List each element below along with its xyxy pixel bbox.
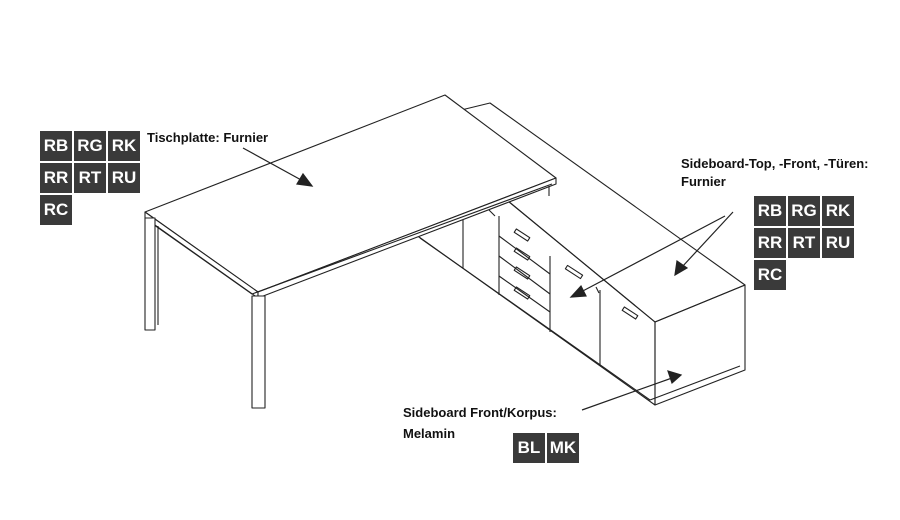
- finish-code-badge: RR: [40, 163, 72, 193]
- label-sideboard-top-line1: Sideboard-Top, -Front, -Türen:: [681, 156, 869, 171]
- label-sideboard-front-line1: Sideboard Front/Korpus:: [403, 405, 557, 420]
- finish-code-badge: RU: [108, 163, 140, 193]
- arrow-tischplatte: [242, 147, 314, 187]
- arrow-sideboard-top: [674, 211, 734, 277]
- finish-code-badge: RC: [754, 260, 786, 290]
- desk: [144, 94, 557, 409]
- finish-code-badge: RU: [822, 228, 854, 258]
- finish-code-badge: MK: [547, 433, 579, 463]
- finish-code-badge: RB: [40, 131, 72, 161]
- finish-code-badge: RK: [108, 131, 140, 161]
- finish-code-badge: BL: [513, 433, 545, 463]
- finish-code-badge: RG: [74, 131, 106, 161]
- label-sideboard-front-line2: Melamin: [403, 426, 456, 441]
- desk-leg: [144, 217, 156, 331]
- finish-code-badge: RG: [788, 196, 820, 226]
- desk-frame: [149, 183, 553, 295]
- melamine-codes: BL MK: [513, 433, 579, 463]
- handle-line: [595, 286, 600, 294]
- drawer-line: [498, 235, 551, 275]
- sideboard-end-face: [654, 284, 746, 406]
- finish-code-badge: RK: [822, 196, 854, 226]
- veneer-codes-desk: RB RG RK RR RT RU RC: [40, 131, 140, 225]
- label-sideboard-top-line2: Furnier: [681, 174, 726, 189]
- sideboard: [411, 102, 746, 406]
- finish-code-badge: RC: [40, 195, 72, 225]
- finish-code-badge: RR: [754, 228, 786, 258]
- finish-code-badge: RB: [754, 196, 786, 226]
- sideboard-plinth: [419, 237, 741, 401]
- veneer-codes-sideboard: RB RG RK RR RT RU RC: [754, 196, 854, 290]
- drawer-line: [498, 275, 551, 313]
- arrow-sideboard-front: [569, 215, 726, 298]
- finish-code-badge: RT: [788, 228, 820, 258]
- drawer-line: [498, 255, 551, 295]
- arrow-sideboard-korpus: [581, 370, 683, 411]
- label-tischplatte: Tischplatte: Furnier: [147, 130, 269, 145]
- finish-code-badge: RT: [74, 163, 106, 193]
- desk-leg: [251, 295, 266, 409]
- handle-line: [488, 209, 496, 217]
- drawer-handles: [513, 228, 639, 320]
